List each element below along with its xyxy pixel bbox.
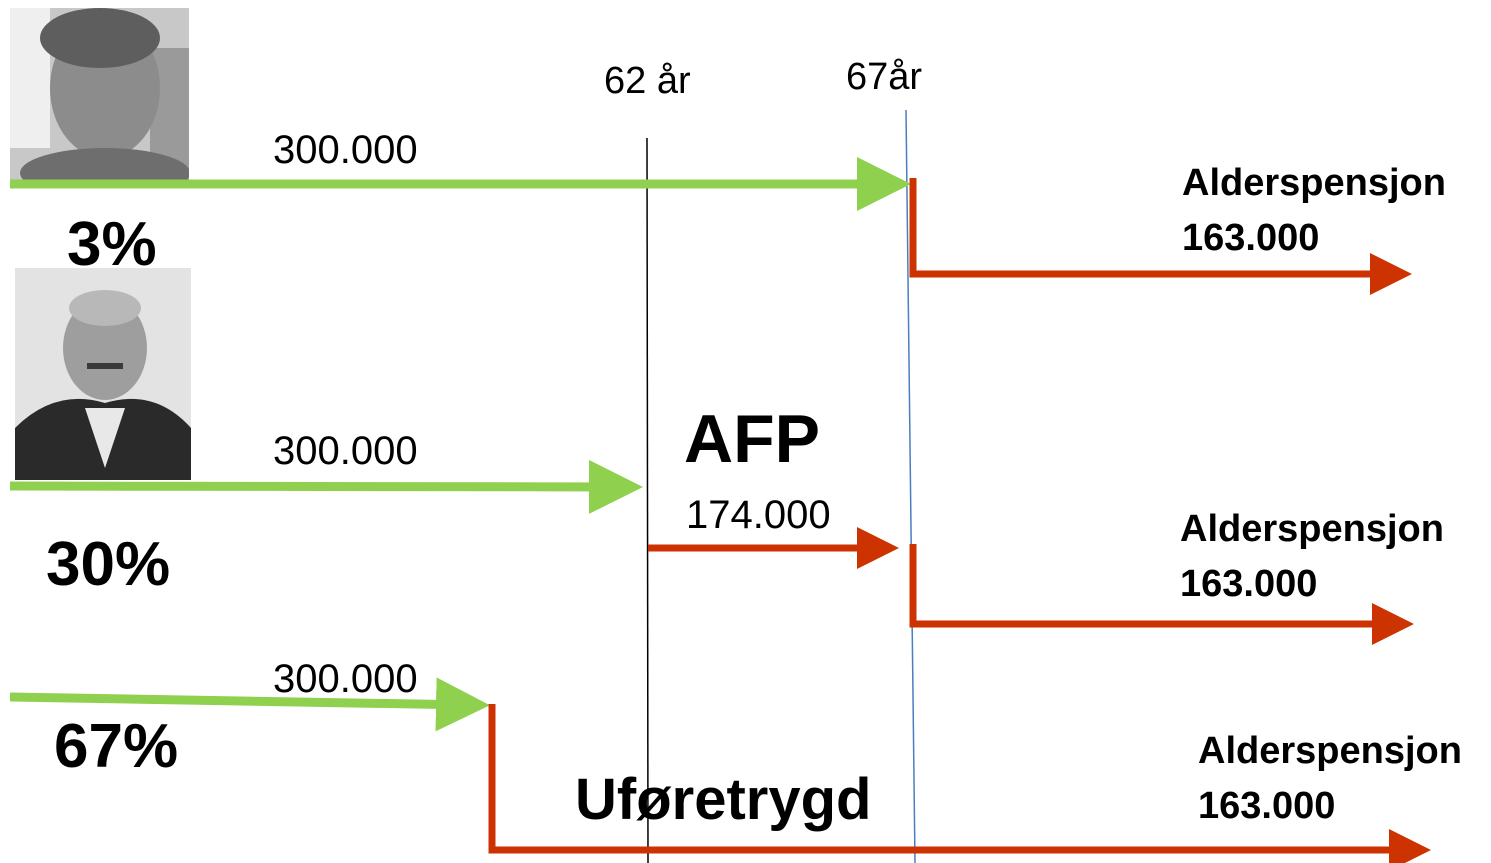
salary-label-row1: 300.000 [273,128,418,172]
afp-amount: 174.000 [686,493,831,537]
afp-label: AFP [684,401,820,477]
age-67-label: 67år [846,56,923,98]
age-62-line [646,137,649,863]
pension-amount-row1: 163.000 [1182,217,1320,260]
age-67-line [905,109,916,863]
pension-arrow-row1 [909,178,1412,295]
portrait-photo-row2 [15,268,191,480]
portrait-photo-row1 [10,8,189,184]
salary-arrow-row3 [9,677,490,732]
percent-label-row2: 30% [46,530,171,599]
pension-box-row1: Alderspensjon 163.000 [1182,156,1446,266]
salary-label-row3: 300.000 [273,657,418,701]
salary-label-row2: 300.000 [273,429,418,473]
salary-arrow-row2 [9,459,643,514]
pension-label-row1: Alderspensjon [1182,162,1446,204]
pension-arrow-row2 [909,544,1414,645]
pension-label-row2: Alderspensjon [1180,508,1444,550]
age-62-label: 62 år [604,60,691,102]
disability-arrow-row3 [488,704,1431,863]
pension-label-row3: Alderspensjon [1198,730,1462,772]
percent-label-row3: 67% [54,712,179,781]
percent-label-row1: 3% [67,210,157,279]
pension-amount-row3: 163.000 [1198,785,1336,828]
pension-amount-row2: 163.000 [1180,563,1318,606]
disability-label: Uføretrygd [575,767,872,832]
pension-box-row2: Alderspensjon 163.000 [1180,502,1444,612]
pension-box-row3: Alderspensjon 163.000 [1198,724,1462,834]
